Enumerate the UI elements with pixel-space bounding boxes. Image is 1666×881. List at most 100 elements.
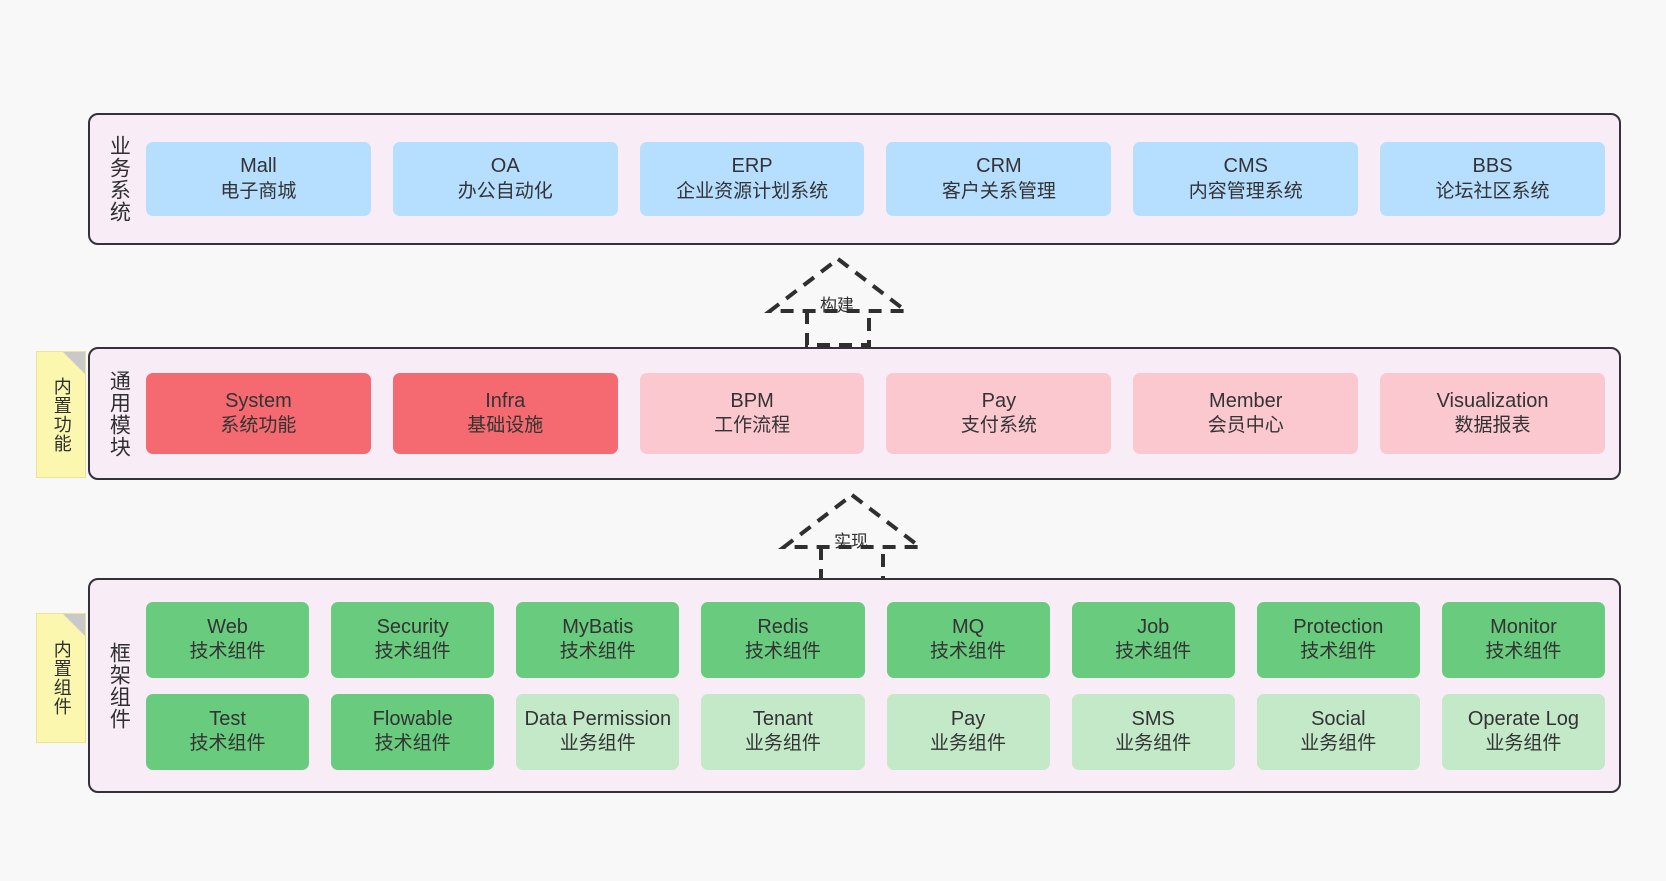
card-subtitle: 办公自动化 (457, 180, 553, 202)
card-infra[interactable]: Infra 基础设施 (392, 373, 618, 454)
framework-card-row-technical: Web 技术组件 Security 技术组件 MyBatis 技术组件 Redi… (146, 601, 1605, 678)
card-title: Flowable (372, 707, 453, 730)
card-title: BBS (1472, 155, 1513, 178)
card-title: Pay (950, 707, 986, 730)
card-title: MQ (951, 615, 985, 638)
arrow-implement-label: 实现 (834, 532, 868, 551)
card-subtitle: 技术组件 (374, 641, 451, 663)
card-system[interactable]: System 系统功能 (146, 373, 371, 454)
card-subtitle: 业务组件 (1485, 733, 1562, 755)
card-subtitle: 技术组件 (559, 641, 636, 663)
card-sms[interactable]: SMS 业务组件 (1071, 693, 1235, 770)
sticky-note-text: 内置功能 (51, 376, 72, 453)
card-title: Monitor (1490, 615, 1557, 638)
card-title: Security (376, 615, 449, 638)
arrow-build-label: 构建 (820, 296, 854, 315)
card-subtitle: 技术组件 (1485, 641, 1562, 663)
card-title: Redis (757, 615, 809, 638)
card-subtitle: 业务组件 (559, 733, 636, 755)
layer-business-label: 业务系统 (107, 135, 131, 223)
card-pay-module[interactable]: Pay 支付系统 (886, 373, 1112, 454)
card-title: Tenant (752, 707, 813, 730)
card-visualization[interactable]: Visualization 数据报表 (1380, 373, 1605, 454)
card-subtitle: 数据报表 (1454, 415, 1531, 437)
sticky-fold-icon (63, 352, 85, 374)
card-title: Test (209, 707, 246, 730)
arrow-implement: 实现 (772, 489, 932, 583)
card-pay-component[interactable]: Pay 业务组件 (886, 693, 1050, 770)
layer-common-modules: 通用模块 System 系统功能 Infra 基础设施 BPM 工作流程 Pay… (88, 347, 1621, 480)
card-title: SMS (1131, 707, 1175, 730)
card-title: CRM (976, 155, 1022, 178)
card-title: Visualization (1436, 389, 1549, 412)
sticky-fold-icon (63, 614, 85, 636)
card-mybatis[interactable]: MyBatis 技术组件 (516, 601, 680, 678)
layer-modules-label: 通用模块 (107, 369, 131, 458)
card-monitor[interactable]: Monitor 技术组件 (1441, 601, 1605, 678)
layer-framework-label: 框架组件 (107, 641, 131, 730)
sticky-note-text: 内置组件 (51, 640, 72, 716)
sticky-note-builtin-features: 内置功能 (36, 351, 86, 478)
card-tenant[interactable]: Tenant 业务组件 (701, 693, 865, 770)
card-test[interactable]: Test 技术组件 (146, 693, 310, 770)
card-subtitle: 业务组件 (930, 733, 1007, 755)
card-job[interactable]: Job 技术组件 (1071, 601, 1235, 678)
card-subtitle: 技术组件 (189, 641, 266, 663)
card-security[interactable]: Security 技术组件 (331, 601, 495, 678)
card-subtitle: 业务组件 (744, 733, 821, 755)
card-oa[interactable]: OA 办公自动化 (392, 142, 618, 216)
card-mq[interactable]: MQ 技术组件 (886, 601, 1050, 678)
card-subtitle: 论坛社区系统 (1435, 180, 1550, 202)
card-title: OA (490, 155, 520, 178)
card-subtitle: 基础设施 (467, 415, 544, 437)
card-social[interactable]: Social 业务组件 (1256, 693, 1420, 770)
card-crm[interactable]: CRM 客户关系管理 (886, 142, 1112, 216)
card-title: System (225, 389, 292, 412)
card-protection[interactable]: Protection 技术组件 (1256, 601, 1420, 678)
card-subtitle: 电子商城 (220, 180, 297, 202)
arrow-build: 构建 (758, 253, 918, 347)
card-title: ERP (731, 155, 773, 178)
modules-card-row: System 系统功能 Infra 基础设施 BPM 工作流程 Pay 支付系统… (146, 373, 1605, 454)
card-bbs[interactable]: BBS 论坛社区系统 (1380, 142, 1605, 216)
layer-business-body: Mall 电子商城 OA 办公自动化 ERP 企业资源计划系统 CRM 客户关系… (146, 115, 1619, 243)
card-title: Job (1137, 615, 1170, 638)
card-title: Social (1311, 707, 1366, 730)
card-subtitle: 企业资源计划系统 (676, 180, 829, 202)
layer-modules-body: System 系统功能 Infra 基础设施 BPM 工作流程 Pay 支付系统… (146, 349, 1619, 478)
card-title: Web (207, 615, 248, 638)
card-subtitle: 技术组件 (1300, 641, 1377, 663)
card-member[interactable]: Member 会员中心 (1133, 373, 1359, 454)
card-title: Pay (981, 389, 1017, 412)
business-card-row: Mall 电子商城 OA 办公自动化 ERP 企业资源计划系统 CRM 客户关系… (146, 142, 1605, 216)
card-subtitle: 会员中心 (1207, 415, 1284, 437)
card-mall[interactable]: Mall 电子商城 (146, 142, 371, 216)
card-operate-log[interactable]: Operate Log 业务组件 (1441, 693, 1605, 770)
sticky-note-builtin-components: 内置组件 (36, 613, 86, 743)
card-title: Data Permission (524, 707, 672, 730)
card-title: Protection (1293, 615, 1384, 638)
card-redis[interactable]: Redis 技术组件 (701, 601, 865, 678)
arrow-implement-icon (778, 492, 926, 583)
card-subtitle: 内容管理系统 (1188, 180, 1303, 202)
card-subtitle: 业务组件 (1115, 733, 1192, 755)
card-web[interactable]: Web 技术组件 (146, 601, 310, 678)
card-subtitle: 技术组件 (1115, 641, 1192, 663)
card-cms[interactable]: CMS 内容管理系统 (1133, 142, 1359, 216)
card-flowable[interactable]: Flowable 技术组件 (331, 693, 495, 770)
arrow-build-icon (764, 256, 912, 347)
card-subtitle: 技术组件 (189, 733, 266, 755)
card-title: BPM (730, 389, 774, 412)
card-data-permission[interactable]: Data Permission 业务组件 (516, 693, 680, 770)
card-subtitle: 技术组件 (374, 733, 451, 755)
card-subtitle: 业务组件 (1300, 733, 1377, 755)
card-bpm[interactable]: BPM 工作流程 (639, 373, 865, 454)
framework-card-row-business: Test 技术组件 Flowable 技术组件 Data Permission … (146, 693, 1605, 770)
card-subtitle: 工作流程 (714, 415, 791, 437)
card-subtitle: 支付系统 (960, 415, 1037, 437)
card-erp[interactable]: ERP 企业资源计划系统 (639, 142, 865, 216)
layer-framework-components: 框架组件 Web 技术组件 Security 技术组件 MyBatis 技术组件… (88, 578, 1621, 793)
card-subtitle: 客户关系管理 (941, 180, 1056, 202)
card-title: Infra (485, 389, 526, 412)
card-title: MyBatis (562, 615, 634, 638)
